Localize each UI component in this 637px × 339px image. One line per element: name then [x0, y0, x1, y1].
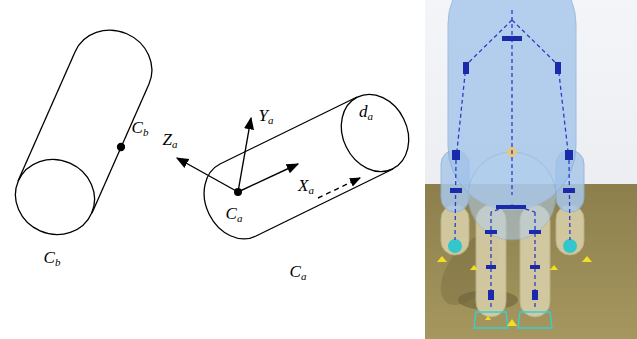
humanoid-render [425, 0, 637, 339]
vector-label: da [357, 102, 375, 123]
axis-label: Xa [296, 176, 316, 197]
cylinder-a [204, 83, 421, 239]
cylinder-b [3, 30, 151, 247]
point-label: Ca [224, 204, 245, 225]
axis-label: Za [161, 130, 180, 151]
axis-label: Ya [257, 106, 276, 127]
cylinder-label: Cb [42, 248, 63, 269]
cylinder-label: Ca [288, 262, 309, 283]
point-label: Cb [130, 118, 151, 139]
frame-axes [177, 118, 360, 198]
